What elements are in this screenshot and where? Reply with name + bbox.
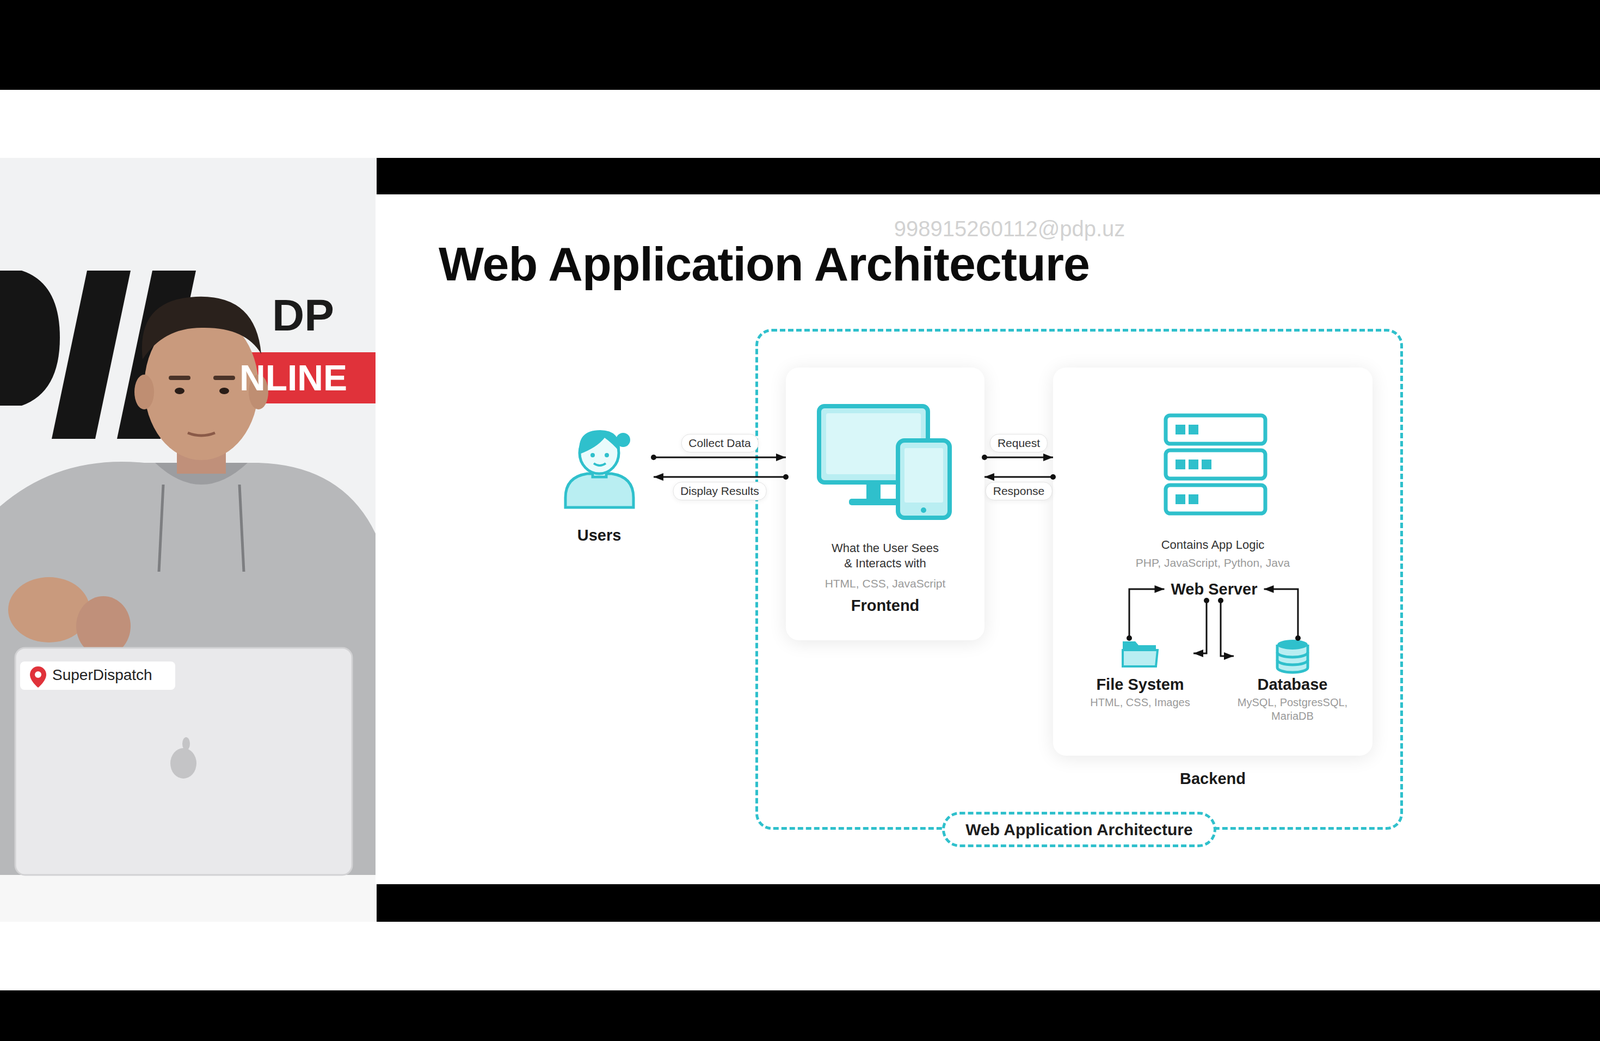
logo-text: NLINE (239, 354, 348, 401)
node-text: MySQL, PostgresSQL, MariaDB (1233, 695, 1352, 723)
backend-card: Contains App LogicPHP, JavaScript, Pytho… (1053, 367, 1373, 756)
node-text: HTML, CSS, Images (1086, 695, 1194, 710)
edge-label: Display Results (672, 481, 767, 501)
brow (168, 375, 191, 380)
server-label: Web Server (1164, 577, 1264, 601)
node-text: Contains App Logic (1053, 537, 1373, 553)
node-text: Frontend (785, 595, 985, 615)
database-icon (1275, 637, 1310, 674)
user-figure: Users (544, 422, 654, 545)
connector-group (650, 454, 786, 460)
database: DatabaseMySQL, PostgresSQL, MariaDB (1233, 637, 1352, 723)
devices-icon (816, 403, 955, 521)
logo-shape (0, 270, 60, 406)
eye (174, 387, 185, 395)
node-text: PHP, JavaScript, Python, Java (1053, 555, 1373, 570)
connector-group (653, 474, 789, 480)
folder-icon (1121, 637, 1160, 669)
node-text: File System (1086, 674, 1194, 694)
sticker (20, 661, 176, 690)
edge-label: Collect Data (680, 433, 759, 453)
slide-top-bar (376, 157, 1600, 195)
label-slot: SuperDispatch (52, 665, 153, 685)
ear (134, 374, 155, 410)
backdrop (0, 157, 376, 922)
label-slot: NLINE (239, 354, 348, 401)
pin-icon (29, 666, 47, 688)
node-text: HTML, CSS, JavaScript (785, 576, 985, 591)
logo-text: DP (272, 289, 335, 341)
slide-bottom-bar (376, 883, 1600, 922)
hoodie (0, 461, 376, 922)
edge-label-slot: Response (985, 481, 1053, 501)
brow (213, 375, 236, 380)
watermark: 998915260112@pdp.uz (881, 215, 1138, 242)
top-bar (0, 0, 1600, 90)
edge-label-slot: Collect Data (680, 433, 759, 453)
boundary-box: Web Application ArchitectureWhat the Use… (755, 328, 1403, 830)
sticker-text: SuperDispatch (52, 665, 153, 685)
connector-group (981, 454, 1054, 460)
node-text: Web Application Architecture (942, 811, 1216, 847)
connector-group (984, 474, 1056, 480)
apple-logo (170, 747, 197, 779)
edge-label-slot: Request (989, 433, 1048, 453)
user-icon (561, 422, 638, 510)
node-text: Users (544, 525, 654, 545)
node-text: Backend (1053, 768, 1373, 788)
frontend-card: What the User Sees & Interacts withHTML,… (785, 367, 985, 640)
edge-label-slot: Display Results (672, 481, 767, 501)
label-slot: 998915260112@pdp.uz (881, 215, 1138, 242)
hoodie-string (158, 484, 164, 572)
arrow-connector (984, 476, 1054, 478)
arrow-connector (653, 476, 786, 478)
server-icon (1163, 413, 1268, 516)
hoodie-string (239, 484, 244, 572)
hair (142, 296, 262, 360)
desk (0, 874, 376, 922)
node-text: Database (1233, 674, 1352, 694)
bottom-bar (0, 989, 1600, 1041)
slide-title: Web Application Architecture (438, 236, 1090, 292)
connector-dot (650, 454, 657, 460)
presenter-video (0, 157, 376, 922)
file-system: File SystemHTML, CSS, Images (1086, 637, 1194, 710)
arrow-connector (653, 456, 786, 459)
title-slot: Web Application Architecture (438, 236, 1090, 292)
node-text: What the User Sees & Interacts with (827, 540, 944, 571)
edge-label: Request (989, 433, 1048, 453)
mouth (187, 432, 215, 436)
arrow-connector (984, 456, 1054, 459)
apple-leaf (182, 736, 190, 750)
eye (219, 387, 230, 395)
node-text: Web Server (1170, 579, 1258, 599)
laptop (15, 647, 353, 875)
label-slot: DP (272, 289, 335, 341)
logo-band (229, 352, 376, 404)
edge-label: Response (985, 481, 1053, 501)
pin-hole (34, 671, 42, 678)
logo-slash (51, 270, 131, 439)
